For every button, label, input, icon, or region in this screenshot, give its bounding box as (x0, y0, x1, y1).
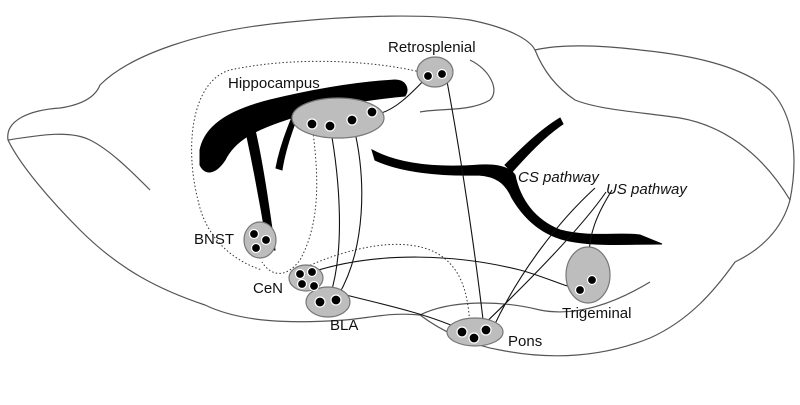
label-cen: CeN (253, 280, 283, 297)
midbrain-contour (419, 59, 495, 113)
neuron-hippocampus (346, 114, 358, 126)
brainstem-contour (419, 281, 651, 316)
label-hippocampus: Hippocampus (228, 75, 320, 92)
corpus-callosum (199, 79, 408, 173)
label-bnst: BNST (194, 231, 234, 248)
wire-hippo-bla-2 (337, 119, 363, 297)
wire-cs-pons (491, 187, 596, 331)
wire-us-pons (477, 191, 607, 331)
neuron-pons (456, 326, 468, 338)
neuron-bla (314, 296, 326, 308)
dotted-pons-loop (299, 243, 471, 326)
wire-cen-trigeminal (311, 256, 589, 291)
wire-hippo-bla (329, 125, 340, 297)
brainstem-tract (371, 148, 663, 245)
brain-outline (7, 15, 795, 357)
neuron-pons (480, 324, 492, 336)
hippocampus-nucleus (291, 97, 385, 139)
dotted-hippocampal-loop (191, 60, 421, 271)
neuron-bnst (260, 234, 272, 246)
neuron-bnst (248, 228, 260, 240)
neuron-trigeminal (574, 284, 586, 296)
bnst-nucleus (243, 221, 277, 259)
label-us-pathway: US pathway (606, 181, 688, 198)
trigeminal-nucleus (565, 246, 611, 304)
label-trigeminal: Trigeminal (562, 305, 631, 322)
cerebellum-contour (534, 49, 791, 201)
neuron-hippocampus (306, 118, 318, 130)
label-pons: Pons (508, 333, 542, 350)
neuron-trigeminal (586, 274, 598, 286)
neuron-hippocampus (366, 106, 378, 118)
wire-retro-pons (445, 75, 485, 329)
neuron-hippocampus (324, 120, 336, 132)
cortex-fold (7, 133, 151, 191)
neuron-retrosplenial (436, 68, 448, 80)
retrosplenial-nucleus (416, 56, 454, 88)
neuron-pons (468, 332, 480, 344)
cerebellar-peduncle (504, 117, 564, 173)
neuron-cen (296, 278, 308, 290)
label-cs-pathway: CS pathway (518, 169, 600, 186)
neuron-bnst (250, 242, 262, 254)
neuron-cen (306, 266, 318, 278)
label-bla: BLA (330, 317, 358, 334)
neuron-bla (330, 294, 342, 306)
neuron-cen (308, 280, 320, 292)
neuron-cen (294, 268, 306, 280)
neuron-retrosplenial (422, 70, 434, 82)
label-retrosplenial: Retrosplenial (388, 39, 476, 56)
pons-nucleus (446, 317, 504, 347)
bla-nucleus (305, 286, 351, 318)
